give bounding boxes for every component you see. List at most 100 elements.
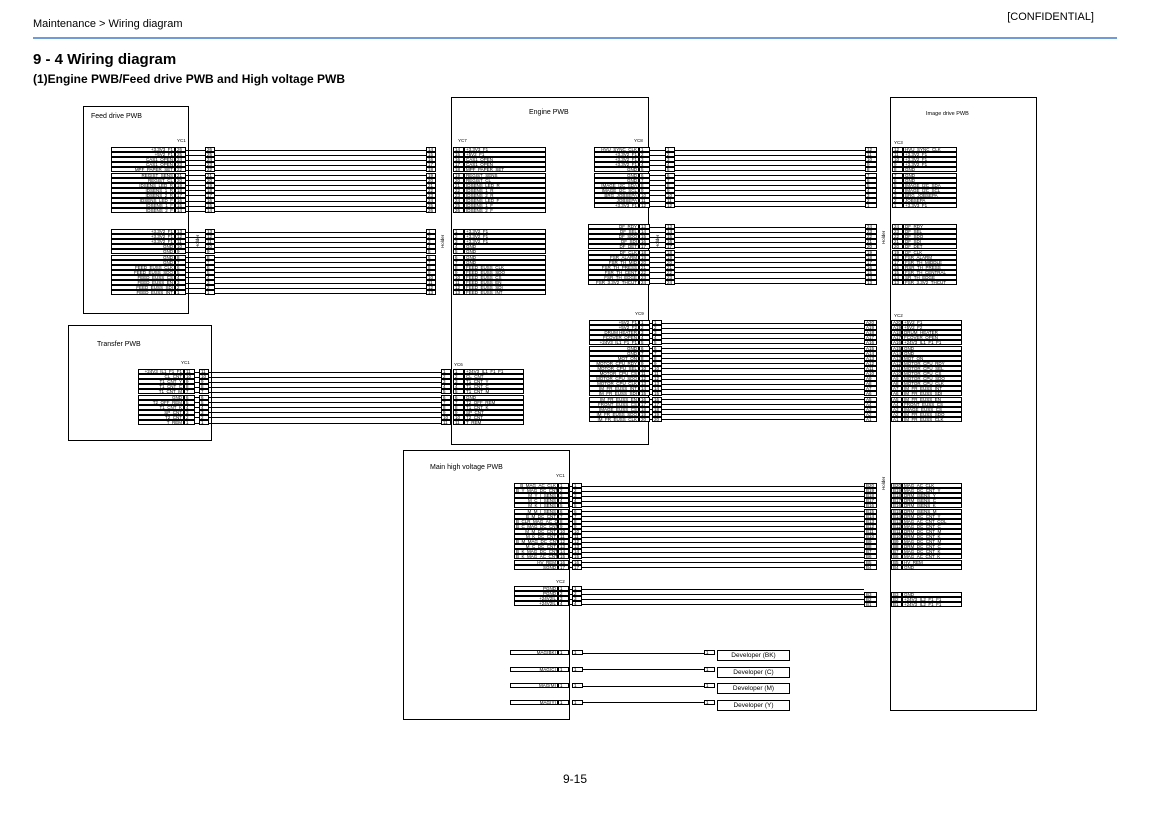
mating-pin: 3	[652, 330, 662, 336]
pin-number: 12	[639, 203, 650, 209]
wire	[583, 652, 704, 654]
wire	[569, 521, 864, 523]
mating-pin: B2	[864, 597, 877, 603]
mating-pin: 14	[652, 386, 662, 392]
mating-pin: 12	[426, 285, 436, 291]
pin-number: B6	[891, 554, 902, 560]
pin-signal: FEED_EUSS_INT	[111, 290, 175, 296]
pin-number: 7	[184, 389, 195, 395]
mating-pin: 5	[665, 167, 675, 173]
pin-number: 11	[453, 420, 464, 425]
pin-signal: T1_CNT_Y	[138, 379, 184, 385]
pin-signal: FEED_EUSS_SDI	[464, 285, 546, 291]
pin-number: B7	[891, 549, 902, 555]
mating-pin: B15	[864, 508, 877, 514]
holder-label: Holder	[440, 234, 445, 248]
pin-signal: GND	[111, 249, 175, 255]
mating-pin: 10	[205, 244, 215, 250]
pin-number: 22	[639, 269, 650, 275]
pin-number: A14	[891, 350, 902, 356]
wire	[650, 195, 865, 197]
pin-signal: CL_CNT	[464, 374, 524, 380]
pin-signal: DF_SEL	[588, 229, 639, 235]
wire	[650, 149, 865, 151]
yc1-feed-label: YC1	[177, 138, 186, 143]
main-hv-title: Main high voltage PWB	[430, 464, 503, 471]
wire	[569, 593, 864, 595]
mating-pin: 6	[205, 264, 215, 270]
pin-signal: DRM_ISENS_M	[902, 508, 962, 514]
pin-number: A6	[891, 391, 902, 397]
pin-number: 23	[453, 192, 464, 198]
mating-pin: 15	[665, 234, 675, 240]
pin-signal: DRM_ISENS_Y	[902, 493, 962, 499]
mating-pin: 9	[865, 162, 877, 168]
mating-pin: 18	[865, 254, 877, 260]
pin-number: 20	[453, 177, 464, 183]
wire	[569, 546, 864, 548]
mating-pin: A5	[864, 396, 877, 402]
wire	[650, 383, 864, 385]
wire	[186, 267, 426, 269]
pin-number: 3	[639, 157, 650, 163]
pin-number: 5	[639, 340, 650, 346]
pin-signal: FEED_EUSS_SDO	[464, 269, 546, 275]
pin-number: 9	[184, 379, 195, 385]
pin-signal: +24V2IL	[514, 601, 558, 607]
pin-signal: +3.3V2_F1	[903, 157, 957, 163]
developer-pin: 1	[704, 650, 715, 655]
pin-number: 8	[639, 182, 650, 188]
pin-signal: GND	[902, 564, 962, 570]
pin-signal: GND	[589, 350, 639, 356]
mating-pin: 14	[426, 147, 436, 152]
pin-number: 2	[892, 198, 903, 203]
mating-pin: 26	[205, 147, 215, 152]
pin-signal: +24V2IL	[514, 596, 558, 602]
wire	[650, 236, 865, 238]
pin-signal: MOTOR_CPU_SDO	[589, 376, 639, 382]
pin-signal: IM_FR_EUSS_INT	[589, 386, 639, 392]
pin-signal: FSR_ALARM	[588, 254, 639, 260]
pin-signal: DRM_DC_CNT_Y	[902, 513, 962, 519]
pin-signal: B_K_MAG_AC_CNT	[514, 554, 558, 560]
mating-pin: 14	[865, 275, 877, 280]
pin-number: 13	[639, 224, 650, 229]
mating-pin: 3	[572, 493, 582, 499]
pin-number: 4	[175, 274, 186, 280]
wire	[195, 371, 441, 373]
mating-pin: 4	[426, 244, 436, 250]
pin-signal: IDSENS_2_F	[464, 208, 546, 214]
wire	[569, 516, 864, 518]
mating-pin: B8	[864, 544, 877, 550]
pin-number: 16	[453, 157, 464, 163]
wire	[186, 169, 426, 171]
pin-signal: MAG_AC_CNT_K	[902, 554, 962, 560]
pin-signal: IM_FR_EUSS_EN	[589, 396, 639, 402]
pin-signal: IMAGE_I2C_SDA	[903, 182, 957, 188]
feed-drive-board	[83, 106, 189, 314]
pin-signal: CAS1_OPEN	[464, 162, 546, 168]
wire	[186, 164, 426, 166]
pin-signal: T2_CNT	[138, 414, 184, 420]
pin-number: 16	[639, 396, 650, 402]
page-number: 9-15	[562, 772, 588, 786]
pin-signal: DRM_ISENS_C	[902, 498, 962, 504]
mating-pin: A14	[864, 350, 877, 356]
pin-number: 14	[175, 208, 186, 214]
mating-pin: 13	[865, 280, 877, 286]
mating-pin: 2	[205, 285, 215, 291]
pin-signal: CAS1_OPEN	[111, 162, 175, 168]
pin-signal: T2_OFF_REM	[464, 399, 524, 405]
pin-number: 3	[453, 239, 464, 245]
pin-number: B18	[891, 493, 902, 499]
wire	[186, 149, 426, 151]
wire	[650, 159, 865, 161]
pin-number: 19	[892, 249, 903, 255]
wire	[186, 154, 426, 156]
wire	[186, 246, 426, 248]
pin-signal: T1_CNT_M	[138, 389, 184, 395]
pin-signal: +5V2_F1	[902, 320, 962, 325]
pin-number: 9	[639, 360, 650, 366]
pin-signal: FSR_ALARM	[903, 254, 957, 260]
pin-number: A15	[891, 345, 902, 351]
